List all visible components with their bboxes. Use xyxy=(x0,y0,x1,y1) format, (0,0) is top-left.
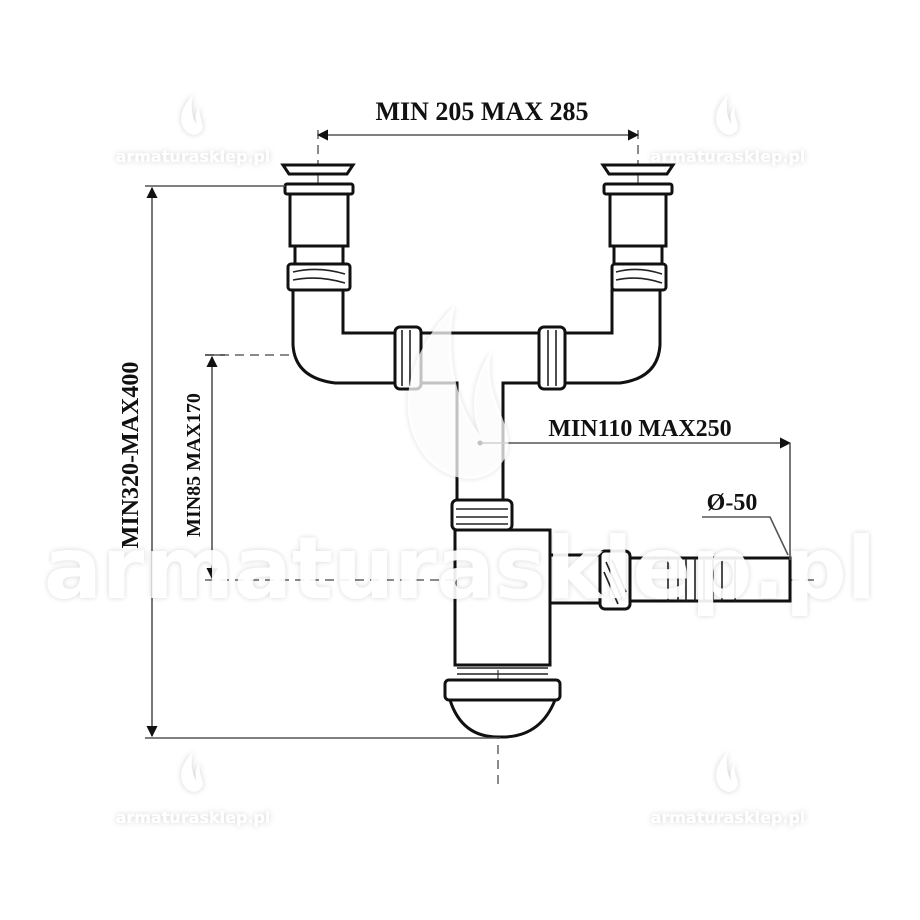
watermark-bottom-left: armaturasklep.pl xyxy=(116,752,271,827)
dimension-outlet-reach: MIN110 MAX250 xyxy=(477,416,792,560)
total-height-label: MIN320-MAX400 xyxy=(118,362,144,549)
watermark-label: armaturasklep.pl xyxy=(116,808,271,827)
flame-logo-icon xyxy=(407,305,509,479)
flame-logo-icon xyxy=(181,95,203,135)
left-drain-strainer xyxy=(280,163,356,292)
watermark-label: armaturasklep.pl xyxy=(651,808,806,827)
tee-to-outlet-label: MIN85 MAX170 xyxy=(183,393,205,537)
flame-logo-icon xyxy=(716,95,738,135)
watermark-bottom-right: armaturasklep.pl xyxy=(651,752,806,827)
right-elbow-pipe xyxy=(563,288,662,385)
flame-logo-icon xyxy=(716,752,738,792)
right-drain-strainer xyxy=(600,163,676,292)
watermark-large-label: armaturasklep.pl xyxy=(44,519,876,619)
watermark-label: armaturasklep.pl xyxy=(116,147,271,166)
bottle-trap xyxy=(443,498,562,739)
dimension-outlet-diameter: Ø-50 xyxy=(702,490,789,556)
side-outlet-pipe xyxy=(548,549,792,611)
left-elbow-pipe xyxy=(291,288,397,385)
outlet-diameter-label: Ø-50 xyxy=(707,490,758,516)
strainer-spacing-label: MIN 205 MAX 285 xyxy=(375,97,588,126)
watermark-top-right: armaturasklep.pl xyxy=(651,95,806,166)
dimension-tee-to-outlet: MIN85 MAX170 xyxy=(183,354,225,580)
watermark-top-left: armaturasklep.pl xyxy=(116,95,271,166)
outlet-reach-label: MIN110 MAX250 xyxy=(548,416,731,442)
dimension-strainer-spacing: MIN 205 MAX 285 xyxy=(316,97,640,141)
dimension-total-height: MIN320-MAX400 xyxy=(118,185,500,739)
watermark-label: armaturasklep.pl xyxy=(651,147,806,166)
watermark-center: armaturasklep.pl xyxy=(44,305,876,619)
flame-logo-icon xyxy=(181,752,203,792)
